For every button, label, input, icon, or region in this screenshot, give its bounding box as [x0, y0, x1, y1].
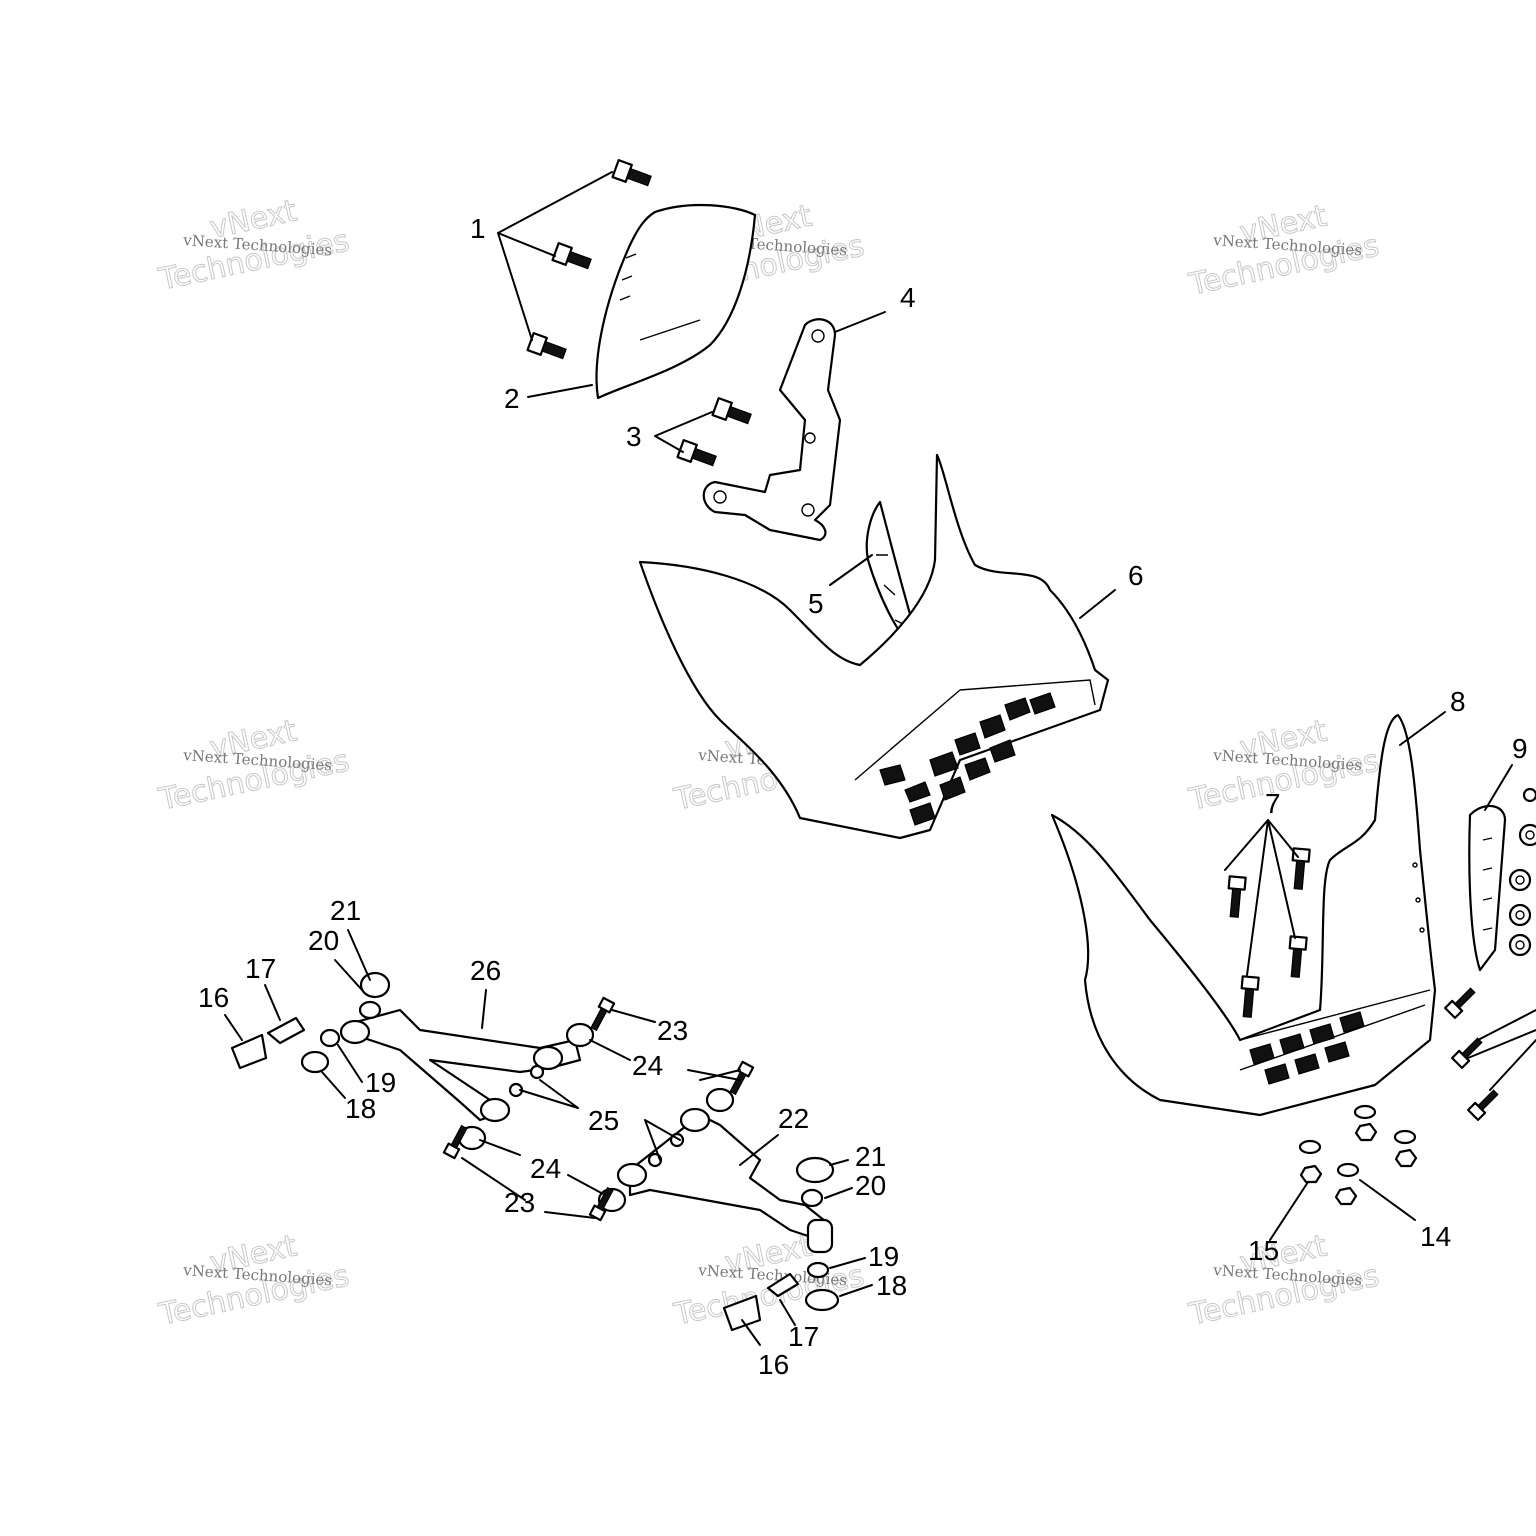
label-part-7: 7 — [1265, 788, 1281, 819]
label-part-20: 20 — [308, 925, 339, 956]
label-part-23: 23 — [657, 1015, 688, 1046]
label-part-23: 23 — [504, 1187, 535, 1218]
label-part-15: 15 — [1248, 1235, 1279, 1266]
part-7-screws — [1227, 847, 1311, 1018]
part-23-bolts — [442, 996, 755, 1222]
part-8-fender — [1050, 713, 1437, 1117]
part-6-fender — [638, 453, 1110, 840]
part-15-nuts — [1299, 1122, 1418, 1206]
label-part-16: 16 — [198, 982, 229, 1013]
label-part-20: 20 — [855, 1170, 886, 1201]
label-part-24: 24 — [530, 1153, 561, 1184]
label-part-18: 18 — [345, 1093, 376, 1124]
part-4-bracket — [702, 318, 842, 542]
pivot-parts-right — [722, 1156, 840, 1332]
label-part-16: 16 — [758, 1349, 789, 1380]
label-part-25: 25 — [588, 1105, 619, 1136]
part-14-washers — [1298, 1104, 1417, 1178]
label-part-21: 21 — [330, 895, 361, 926]
label-part-2: 2 — [504, 383, 520, 414]
pivot-parts-left — [230, 971, 391, 1074]
label-part-8: 8 — [1450, 686, 1466, 717]
label-part-17: 17 — [245, 953, 276, 984]
label-part-9: 9 — [1512, 733, 1528, 764]
label-part-24: 24 — [632, 1050, 663, 1081]
part-24-bushings — [457, 1022, 735, 1213]
label-part-1: 1 — [470, 213, 486, 244]
label-part-22: 22 — [778, 1103, 809, 1134]
label-part-14: 14 — [1420, 1221, 1451, 1252]
washers-right — [1508, 787, 1536, 957]
leader-lines — [224, 171, 1536, 1346]
part-9-plate — [1468, 804, 1507, 972]
part-26-a-arm — [339, 1008, 582, 1123]
part-2-shield — [595, 203, 757, 400]
label-part-3: 3 — [626, 421, 642, 452]
label-part-18: 18 — [876, 1270, 907, 1301]
label-part-6: 6 — [1128, 560, 1144, 591]
part-3-bolts — [676, 397, 752, 467]
label-part-26: 26 — [470, 955, 501, 986]
footrest-grips — [1249, 1011, 1365, 1085]
label-part-4: 4 — [900, 282, 916, 313]
label-part-19: 19 — [868, 1241, 899, 1272]
part-labels: 1 2 3 4 5 6 7 8 9 14 15 16 17 18 19 20 2… — [198, 213, 1528, 1380]
label-part-19: 19 — [365, 1067, 396, 1098]
screws-right — [1444, 987, 1499, 1121]
label-part-5: 5 — [808, 588, 824, 619]
label-part-21: 21 — [855, 1141, 886, 1172]
footrest-grips — [879, 692, 1056, 826]
label-part-17: 17 — [788, 1321, 819, 1352]
